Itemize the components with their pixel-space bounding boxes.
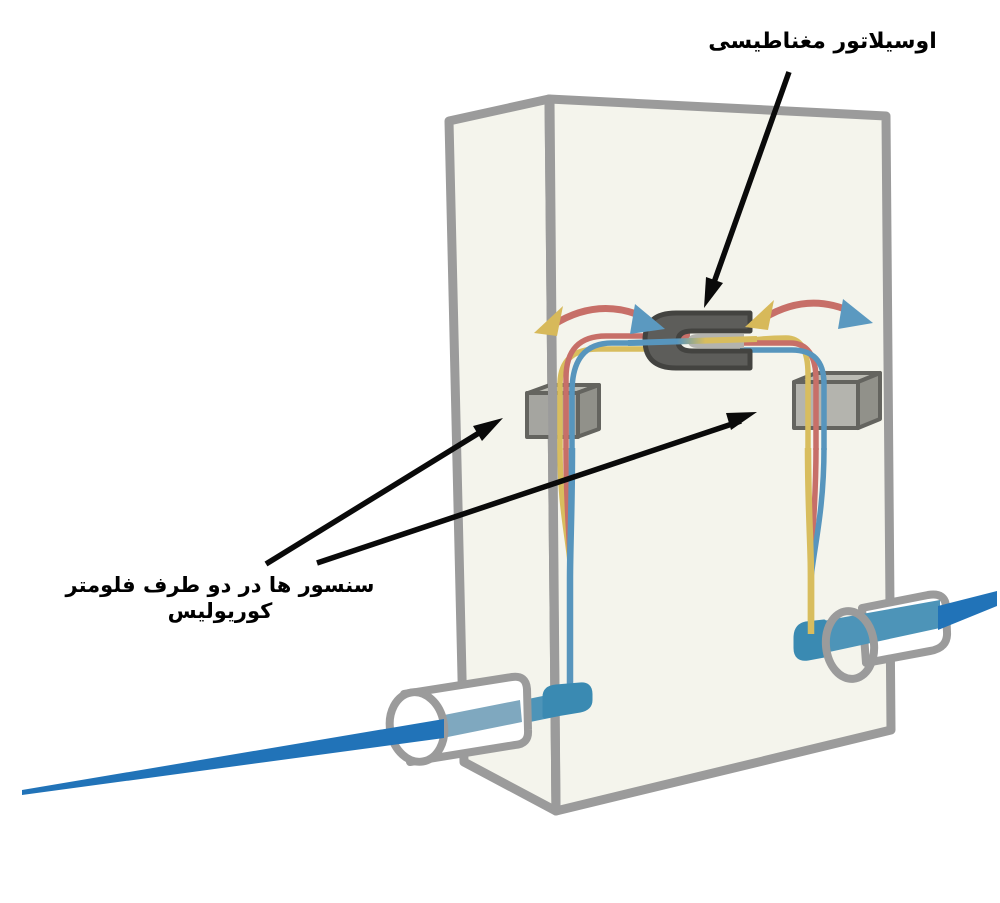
oscillation-head-right-in <box>745 300 774 330</box>
oscillation-head-left-in <box>630 304 665 334</box>
tube-right-blue <box>740 347 827 450</box>
tube-through-oscillator <box>627 336 758 346</box>
inlet-pipe-elbow <box>542 682 593 719</box>
right-sensor-side <box>856 371 882 430</box>
annotation-arrow-left-sensor-line <box>264 425 489 567</box>
vibrating-flow-tube <box>557 333 827 692</box>
magnetic-oscillator <box>627 310 758 371</box>
left-sensor-side <box>575 383 601 439</box>
inlet-pipe-outside <box>22 719 444 795</box>
inlet-pipe <box>22 672 533 795</box>
tube-down-left <box>566 447 576 692</box>
sensors-label: سنسور ها در دو طرف فلومتر کوریولیس <box>65 573 375 624</box>
annotation-arrow-left-sensor <box>264 418 503 567</box>
left-sensor <box>525 383 601 439</box>
tube-left-red <box>563 333 690 450</box>
annotation-arrow-right-sensor <box>316 412 757 566</box>
oscillator-label: اوسیلاتور مغناطیسی <box>708 29 937 54</box>
oscillation-head-right-out <box>838 299 873 329</box>
oscillation-head-left-out <box>534 306 563 336</box>
annotation-arrow-right-sensor-head <box>726 412 757 430</box>
annotation-arrow-oscillator-head <box>704 277 723 308</box>
oscillation-arrows-right <box>745 299 873 330</box>
annotation-arrow-oscillator <box>704 71 792 308</box>
annotation-arrow-left-sensor-head <box>473 418 503 441</box>
outlet-pipe-outside <box>938 591 997 630</box>
tube-left-blue <box>569 340 650 450</box>
outlet-pipe <box>793 548 997 683</box>
annotation-arrow-right-sensor-line <box>316 418 742 566</box>
outlet-pipe-elbow <box>793 619 827 661</box>
housing-front-face <box>544 94 896 816</box>
outlet-pipe-ring <box>821 607 879 683</box>
tube-down-right-merge <box>804 447 815 634</box>
annotation-arrow-oscillator-line <box>709 71 792 289</box>
tube-right-yellow <box>751 335 811 450</box>
oscillation-arrows-left <box>534 304 665 336</box>
inlet-pipe-flow <box>424 700 522 741</box>
